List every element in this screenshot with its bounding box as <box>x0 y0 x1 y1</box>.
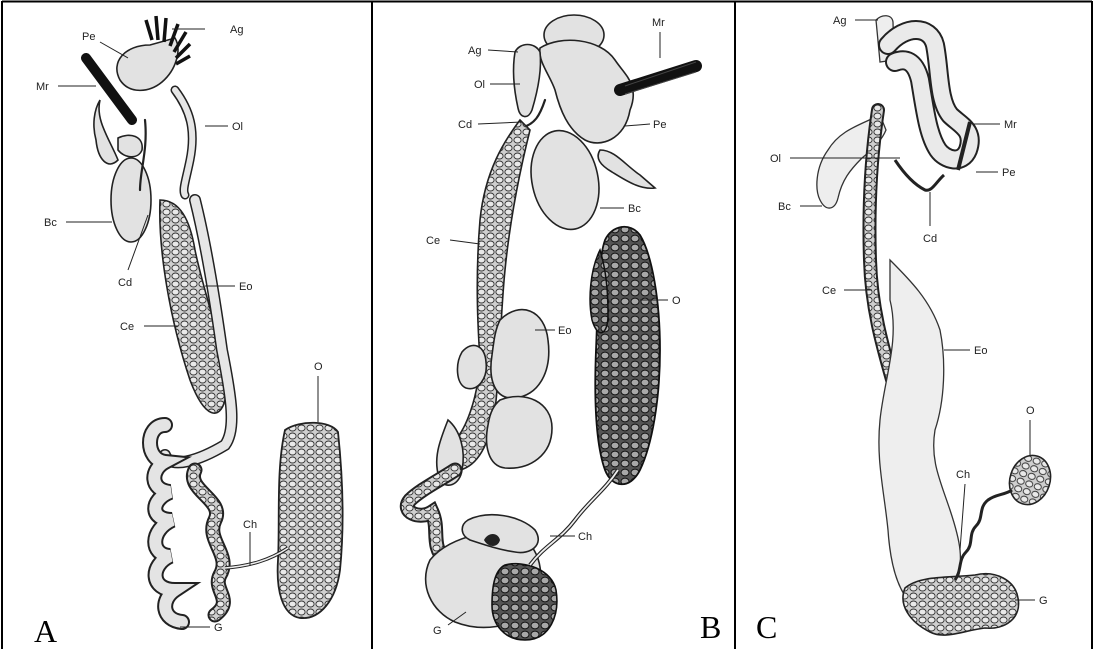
panel-a-label-eo: Eo <box>239 281 252 293</box>
panel-a-label-ce: Ce <box>120 321 134 333</box>
panel-c-label-ce: Ce <box>822 285 836 297</box>
panel-b-label-ag: Ag <box>468 45 481 57</box>
panel-a-label-o: O <box>314 361 323 373</box>
panel-b-label-cd: Cd <box>458 119 472 131</box>
panel-c-label-o: O <box>1026 405 1035 417</box>
panel-c-label-eo: Eo <box>974 345 987 357</box>
panel-b: Ag Mr Ol Cd Pe Bc Ce Eo O Ch G B <box>407 15 721 645</box>
panel-b-letter: B <box>700 609 721 645</box>
panel-c-label-ch: Ch <box>956 469 970 481</box>
panel-a-label-pe: Pe <box>82 31 95 43</box>
panel-c-ovotestis <box>1003 450 1056 510</box>
panel-b-label-bc: Bc <box>628 203 641 215</box>
panel-c-label-ag: Ag <box>833 15 846 27</box>
panel-b-label-o: O <box>672 295 681 307</box>
panel-b-label-ch: Ch <box>578 531 592 543</box>
panel-b-retractor-muscle <box>620 66 696 90</box>
panel-b-label-mr: Mr <box>652 17 665 29</box>
panel-a-label-mr: Mr <box>36 81 49 93</box>
panel-a-ovotestis <box>278 423 343 618</box>
panel-b-label-ce: Ce <box>426 235 440 247</box>
panel-a-label-bc: Bc <box>44 217 57 229</box>
panel-a-penis <box>117 38 178 90</box>
panel-b-label-eo: Eo <box>558 325 571 337</box>
panel-c-albumen-gland <box>903 574 1019 635</box>
panel-c: Ag Mr Ol Pe Bc Cd Ce Eo O Ch G C <box>756 15 1057 645</box>
panel-c-label-bc: Bc <box>778 201 791 213</box>
panel-a-label-ch: Ch <box>243 519 257 531</box>
panel-b-label-g: G <box>433 625 442 637</box>
panel-b-ovotestis <box>595 227 660 484</box>
panel-a-label-ag: Ag <box>230 24 243 36</box>
panel-c-label-pe: Pe <box>1002 167 1015 179</box>
panel-a-bursa-copulatrix <box>111 158 151 242</box>
panel-a-letter: A <box>34 613 57 649</box>
panel-b-atrium <box>514 45 541 117</box>
panel-c-label-cd: Cd <box>923 233 937 245</box>
panel-c-letter: C <box>756 609 777 645</box>
panel-c-label-ol: Ol <box>770 153 781 165</box>
panel-c-label-g: G <box>1039 595 1048 607</box>
panel-b-dark-gland <box>492 564 557 640</box>
panel-c-label-mr: Mr <box>1004 119 1017 131</box>
panel-a-label-g: G <box>214 622 223 634</box>
panel-c-oviduct-eo <box>879 260 961 609</box>
panel-a-label-ol: Ol <box>232 121 243 133</box>
panel-c-copulatory-duct <box>895 160 944 190</box>
panel-b-label-ol: Ol <box>474 79 485 91</box>
panel-a: Ag Pe Mr Ol Bc Cd Eo Ce O Ch G A <box>34 16 343 649</box>
panel-a-label-cd: Cd <box>118 277 132 289</box>
panel-b-label-pe: Pe <box>653 119 666 131</box>
panel-b-oviduct-eo <box>491 310 549 399</box>
